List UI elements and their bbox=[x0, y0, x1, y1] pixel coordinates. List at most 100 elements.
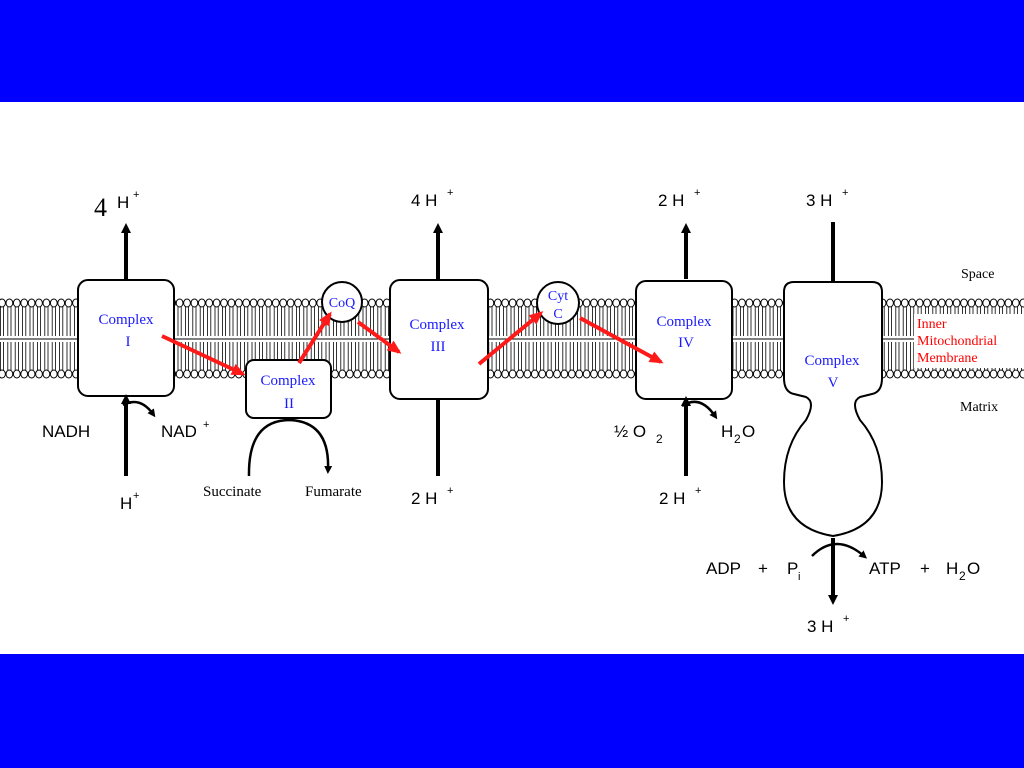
lipid-head bbox=[982, 369, 991, 379]
cyt-c-carrier bbox=[536, 281, 580, 325]
lipid-tail bbox=[259, 307, 263, 336]
lipid-tail bbox=[769, 307, 774, 336]
lipid-head bbox=[360, 369, 369, 379]
lipid-head bbox=[582, 298, 591, 308]
complex-v-shape bbox=[782, 281, 884, 538]
lipid-head bbox=[923, 298, 931, 308]
lipid-tail bbox=[14, 307, 19, 336]
diagram-panel: Complex I Complex II Complex III Complex… bbox=[0, 102, 1024, 654]
c4-proton-out-label: 2 H bbox=[658, 191, 684, 210]
lipid-head bbox=[234, 298, 243, 308]
c4-proton-in-charge: + bbox=[695, 485, 701, 497]
fumarate-label: Fumarate bbox=[305, 484, 362, 500]
succinate-fumarate-arrow bbox=[247, 418, 333, 477]
lipid-tail bbox=[236, 307, 241, 336]
c5-proton-in-charge: + bbox=[843, 613, 849, 625]
complex-ii-box bbox=[245, 359, 332, 419]
lipid-tail bbox=[599, 342, 604, 370]
arrow-complex-ii-to-coq bbox=[297, 311, 332, 365]
lipid-head bbox=[745, 369, 754, 379]
lipid-tail bbox=[910, 307, 915, 336]
lipid-tail bbox=[288, 307, 293, 336]
lipid-head bbox=[197, 298, 206, 308]
lipid-tail bbox=[244, 307, 249, 336]
lipid-tail bbox=[355, 342, 360, 370]
lipid-head bbox=[12, 369, 21, 379]
lipid-tail bbox=[621, 307, 626, 336]
lipid-tail bbox=[732, 342, 737, 370]
lipid-tail bbox=[251, 307, 256, 336]
arrow-complex-i-to-ii bbox=[161, 334, 246, 376]
lipid-tail bbox=[362, 307, 367, 336]
cyt-c-label-top: Cyt bbox=[548, 289, 568, 304]
lipid-tail bbox=[621, 342, 626, 370]
nadh-reaction-arrow bbox=[122, 400, 156, 418]
lipid-tail bbox=[236, 342, 241, 370]
complex-v-numeral: V bbox=[828, 375, 839, 391]
lipid-head bbox=[967, 369, 976, 379]
nadh-label: NADH bbox=[42, 422, 90, 441]
complex-ii-numeral: II bbox=[284, 396, 294, 412]
lipid-head bbox=[575, 369, 584, 379]
lipid-head bbox=[5, 298, 14, 308]
lipid-tail bbox=[37, 342, 41, 370]
lipid-tail bbox=[902, 307, 907, 336]
c4-proton-out-charge: + bbox=[694, 187, 700, 199]
lipid-head bbox=[900, 298, 909, 308]
lipid-tail bbox=[592, 342, 596, 370]
lipid-tail bbox=[740, 307, 744, 336]
lipid-tail bbox=[59, 307, 64, 336]
lipid-tail bbox=[747, 342, 752, 370]
lipid-head bbox=[42, 369, 51, 379]
lipid-head bbox=[775, 369, 783, 379]
lipid-head bbox=[908, 369, 917, 379]
lipid-tail bbox=[762, 342, 767, 370]
lipid-head bbox=[35, 298, 43, 308]
c1-proton-out-label: H bbox=[117, 193, 129, 212]
lipid-tail bbox=[29, 342, 34, 370]
lipid-head bbox=[752, 298, 761, 308]
lipid-tail bbox=[910, 342, 915, 370]
lipid-head bbox=[205, 369, 214, 379]
c3-proton-out-charge: + bbox=[447, 187, 453, 199]
atp-label: ATP bbox=[869, 559, 901, 578]
plus-1: + bbox=[758, 559, 768, 578]
complex-i-label: Complex bbox=[99, 312, 154, 328]
lipid-tail bbox=[22, 342, 27, 370]
lipid-tail bbox=[0, 307, 4, 336]
lipid-tail bbox=[44, 342, 49, 370]
lipid-head bbox=[930, 369, 939, 379]
lipid-head bbox=[886, 298, 894, 308]
lipid-head bbox=[627, 369, 635, 379]
lipid-tail bbox=[777, 342, 781, 370]
lipid-head bbox=[27, 369, 36, 379]
lipid-head bbox=[220, 298, 228, 308]
lipid-tail bbox=[510, 342, 515, 370]
coq-carrier bbox=[321, 281, 363, 323]
lipid-head bbox=[190, 369, 199, 379]
complex-iii-label: Complex bbox=[410, 317, 465, 333]
lipid-head bbox=[597, 298, 606, 308]
lipid-head bbox=[516, 369, 524, 379]
lipid-head bbox=[183, 298, 191, 308]
lipid-head bbox=[20, 369, 29, 379]
lipid-tail bbox=[762, 307, 767, 336]
lipid-head bbox=[212, 298, 221, 308]
lipid-head bbox=[368, 298, 376, 308]
lipid-head bbox=[597, 369, 606, 379]
complex-i-numeral: I bbox=[126, 334, 131, 350]
lipid-head bbox=[331, 369, 339, 379]
lipid-head bbox=[760, 369, 769, 379]
lipid-head bbox=[915, 298, 924, 308]
lipid-tail bbox=[606, 342, 611, 370]
lipid-tail bbox=[614, 342, 619, 370]
lipid-tail bbox=[66, 307, 71, 336]
complex-v-label: Complex bbox=[805, 353, 860, 369]
lipid-head bbox=[745, 298, 754, 308]
lipid-head bbox=[175, 369, 184, 379]
c3-proton-in-charge: + bbox=[447, 485, 453, 497]
lipid-head bbox=[257, 298, 265, 308]
lipid-tail bbox=[51, 342, 56, 370]
lipid-head bbox=[960, 298, 968, 308]
lipid-head bbox=[604, 298, 613, 308]
